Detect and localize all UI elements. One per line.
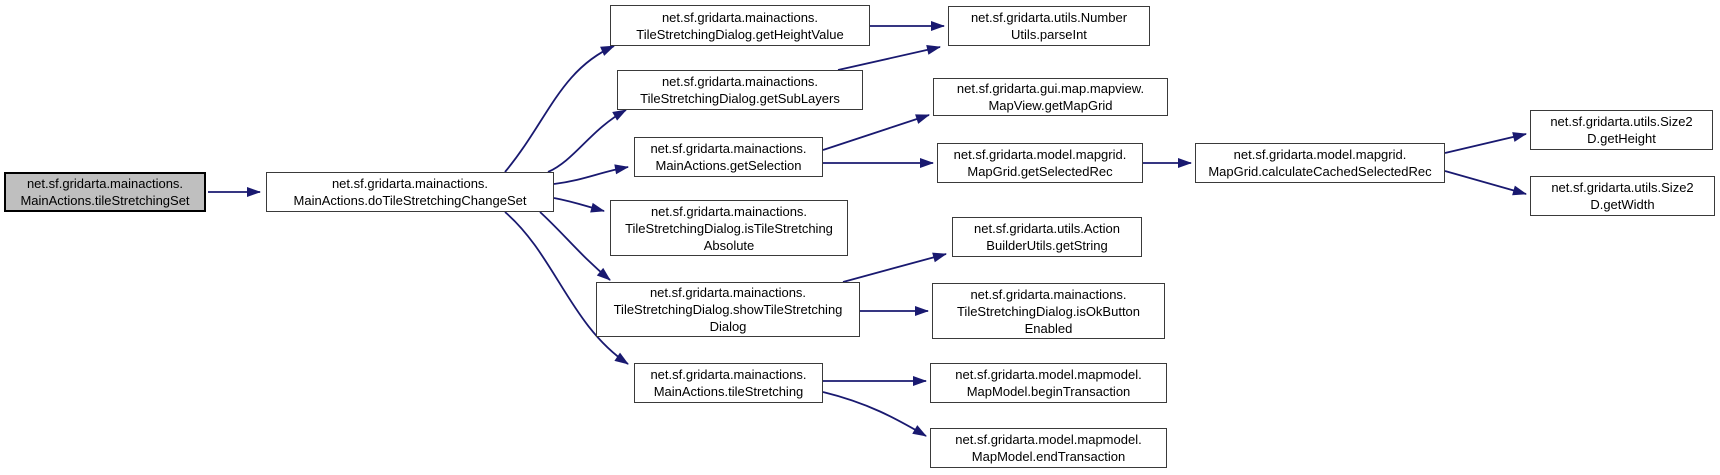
graph-edge-calculate-cached-selected-rec-to-size2d-get-height [1444,132,1527,154]
graph-node-get-string[interactable]: net.sf.gridarta.utils.Action BuilderUtil… [952,217,1142,257]
graph-node-begin-transaction[interactable]: net.sf.gridarta.model.mapmodel. MapModel… [930,363,1167,403]
graph-node-get-selected-rec[interactable]: net.sf.gridarta.model.mapgrid. MapGrid.g… [937,143,1143,183]
graph-node-size2d-get-width[interactable]: net.sf.gridarta.utils.Size2 D.getWidth [1530,176,1715,216]
graph-node-tile-stretching-set: net.sf.gridarta.mainactions. MainActions… [4,172,206,212]
graph-node-is-tile-stretching-absolute[interactable]: net.sf.gridarta.mainactions. TileStretch… [610,200,848,256]
graph-edge-do-tile-stretching-change-set-to-show-tile-stretching-dialog [539,211,611,281]
graph-node-get-selection[interactable]: net.sf.gridarta.mainactions. MainActions… [634,137,823,177]
graph-edge-do-tile-stretching-change-set-to-get-selection [553,164,629,185]
graph-edge-tile-stretching-to-end-transaction [822,391,927,437]
graph-node-tile-stretching[interactable]: net.sf.gridarta.mainactions. MainActions… [634,363,823,403]
graph-edge-get-sub-layers-to-parse-int [837,44,941,71]
graph-node-is-ok-button-enabled[interactable]: net.sf.gridarta.mainactions. TileStretch… [932,283,1165,339]
graph-node-parse-int[interactable]: net.sf.gridarta.utils.Number Utils.parse… [948,6,1150,46]
graph-edge-do-tile-stretching-change-set-to-get-height-value [504,45,615,173]
graph-edge-calculate-cached-selected-rec-to-size2d-get-width [1444,170,1527,196]
graph-node-do-tile-stretching-change-set[interactable]: net.sf.gridarta.mainactions. MainActions… [266,172,554,212]
graph-edge-do-tile-stretching-change-set-to-get-sub-layers [547,109,627,173]
graph-node-calculate-cached-selected-rec[interactable]: net.sf.gridarta.model.mapgrid. MapGrid.c… [1195,143,1445,183]
graph-edge-do-tile-stretching-change-set-to-tile-stretching [504,211,629,365]
graph-node-get-height-value[interactable]: net.sf.gridarta.mainactions. TileStretch… [610,5,870,46]
graph-node-end-transaction[interactable]: net.sf.gridarta.model.mapmodel. MapModel… [930,428,1167,468]
graph-node-size2d-get-height[interactable]: net.sf.gridarta.utils.Size2 D.getHeight [1530,110,1713,150]
graph-edge-show-tile-stretching-dialog-to-get-string [842,252,947,283]
graph-node-show-tile-stretching-dialog[interactable]: net.sf.gridarta.mainactions. TileStretch… [596,282,860,337]
graph-edge-get-selection-to-get-map-grid [822,114,930,151]
graph-node-get-sub-layers[interactable]: net.sf.gridarta.mainactions. TileStretch… [617,70,863,110]
graph-edge-do-tile-stretching-change-set-to-is-tile-stretching-absolute [553,197,605,213]
graph-node-get-map-grid[interactable]: net.sf.gridarta.gui.map.mapview. MapView… [933,78,1168,116]
